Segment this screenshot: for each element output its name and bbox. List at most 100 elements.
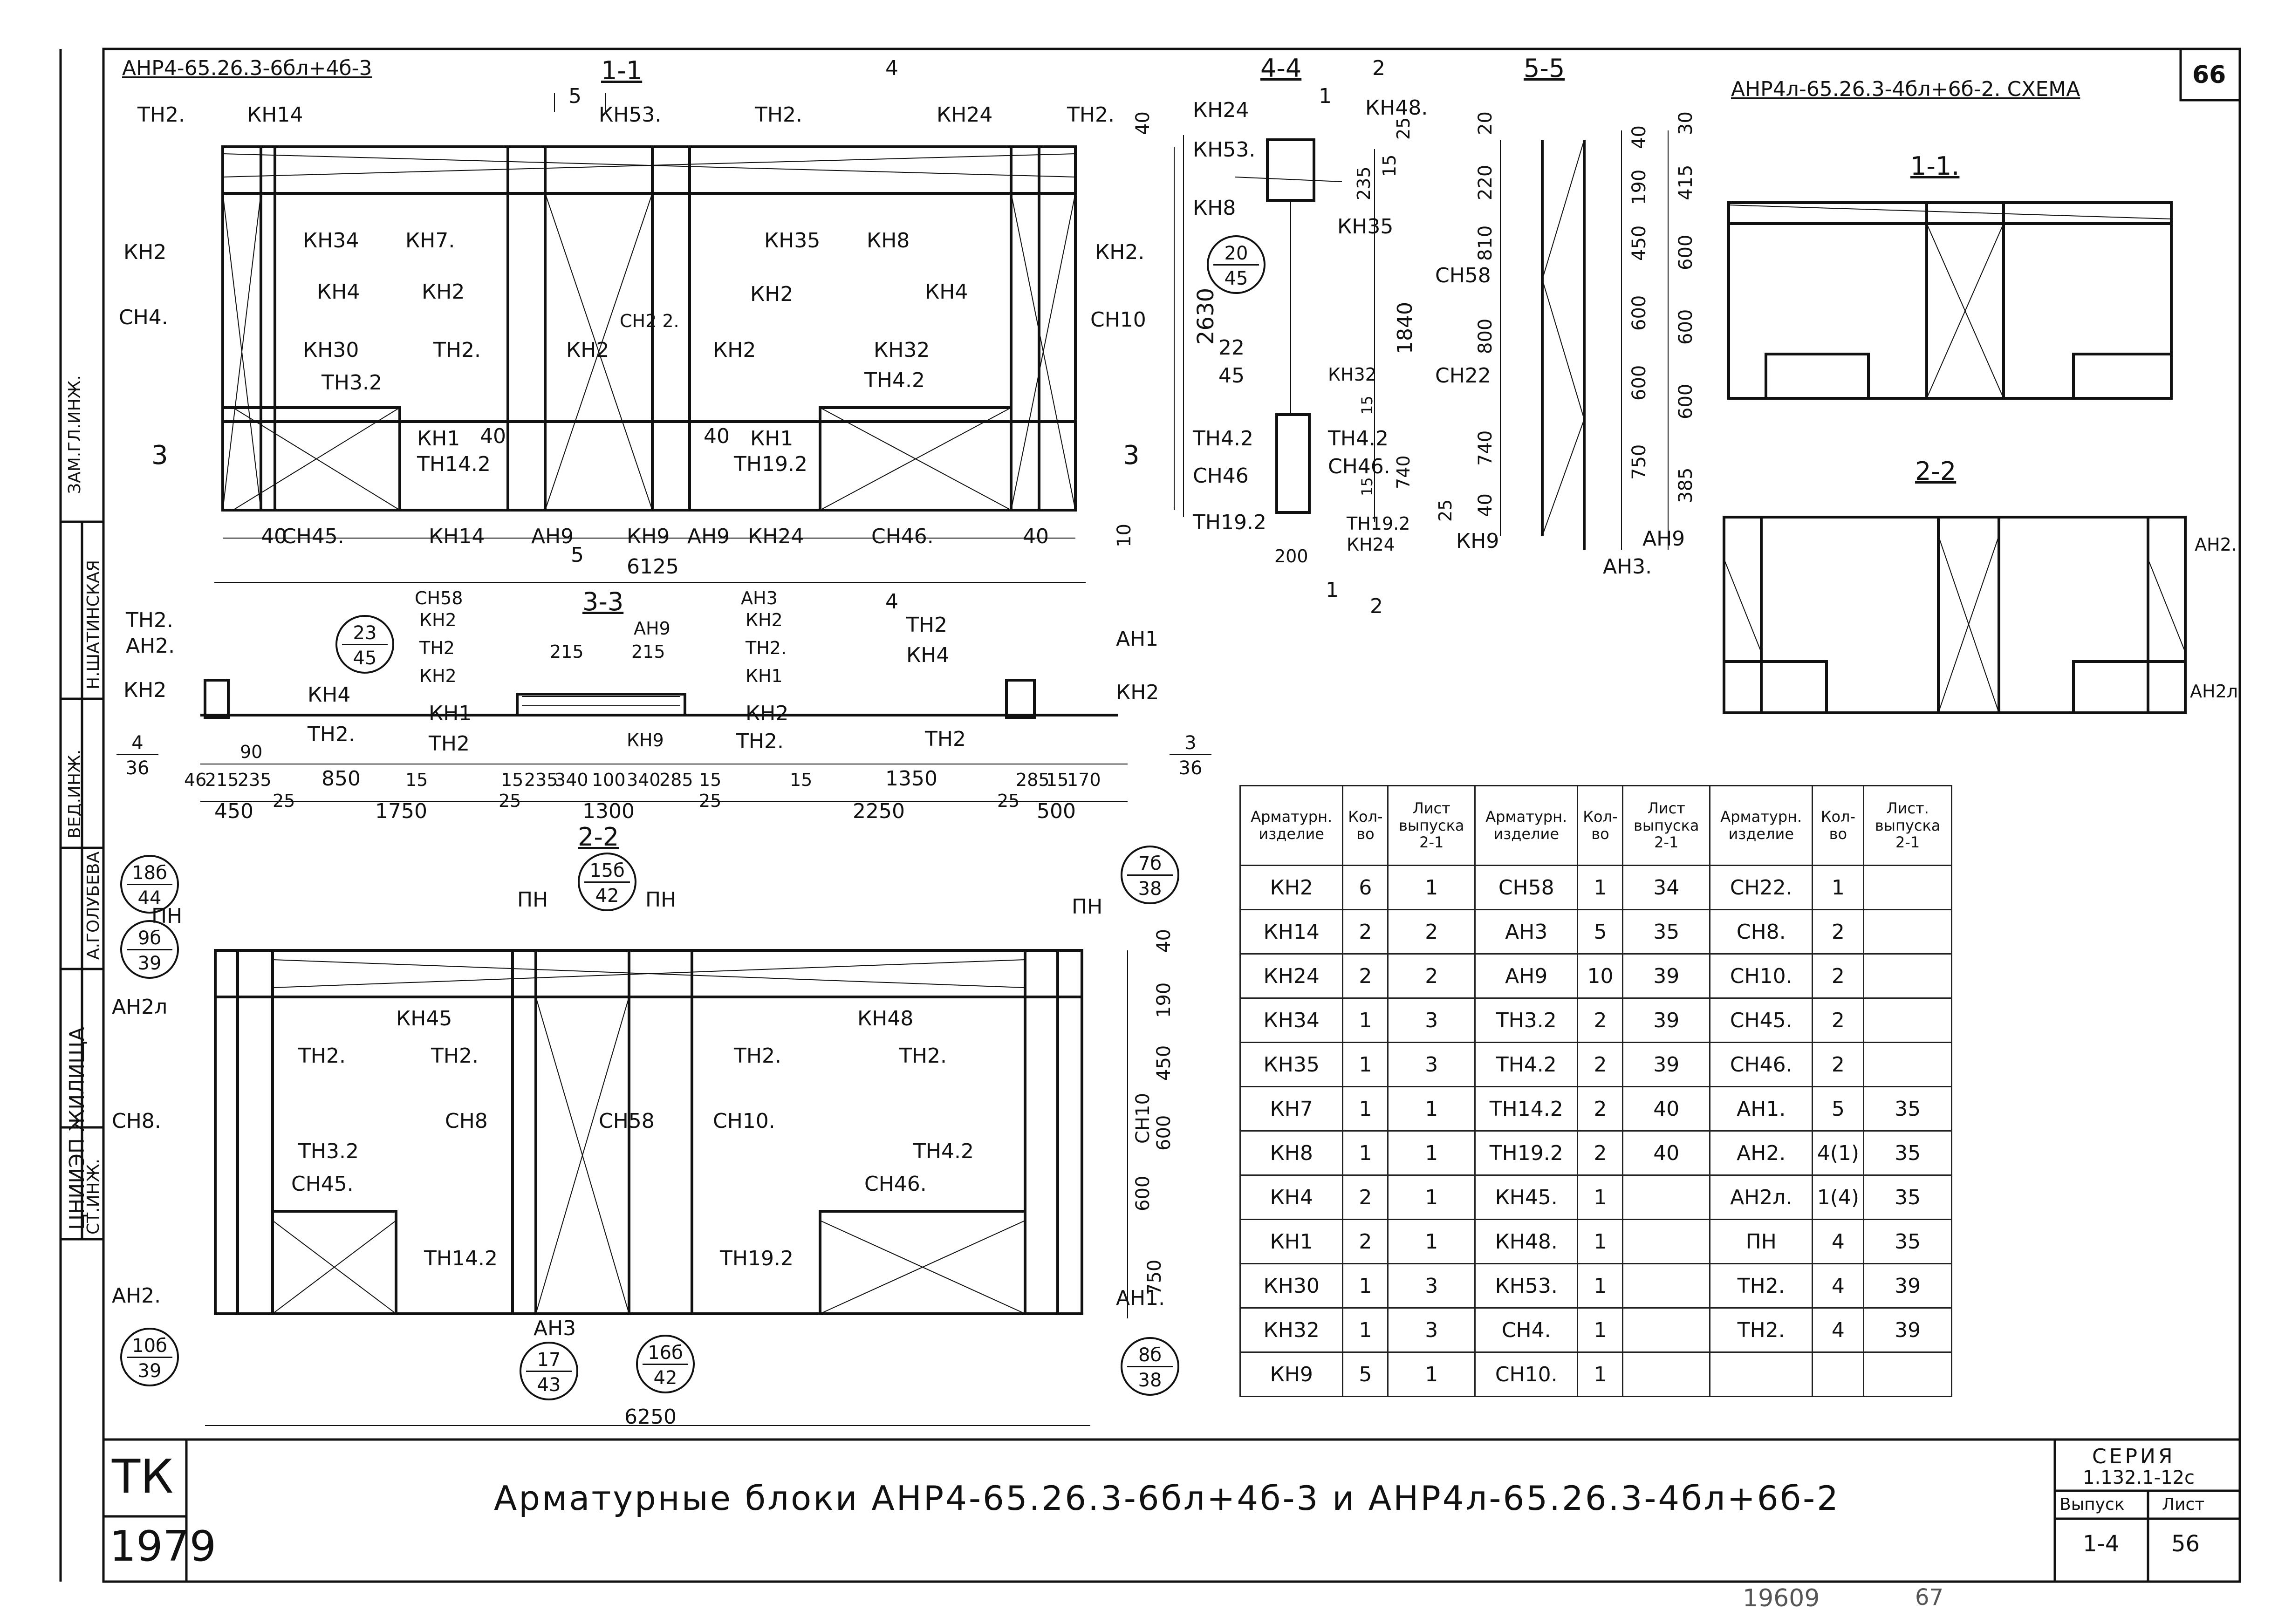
plan-top-label: КН2 [123,240,167,264]
spec-table-cell: 39 [1863,1263,1952,1309]
plan-bottom-label: 6250 [624,1405,677,1429]
s33-label: КН2 [746,610,783,630]
spec-table-cell: АН9 [1474,953,1579,999]
s33-label: ТН2 [925,727,966,751]
s44-label: КН24 [1193,98,1249,122]
main-block-title: АНР4-65.26.3-6бл+4б-3 [122,56,372,80]
s44-dim: 15 [1358,477,1376,496]
spec-table-cell: 1 [1577,1351,1624,1397]
spec-table-header: Арматурн. изделие Кол-во Лист выпуска 2-… [1239,785,1952,866]
s33-dim: 2250 [853,799,905,823]
spec-table-cell: СН4. [1474,1307,1579,1353]
plan-top-dim: 40 [480,424,506,448]
side-row-1: Н.ШАТИНСКАЯ [84,560,103,689]
spec-table-cell [1863,953,1952,999]
plan-bottom-label: 600 [1153,1115,1175,1151]
spec-table-cell: КН35 [1239,1042,1344,1087]
scheme-label: АН2л [2190,681,2238,702]
spec-table-cell: 3 [1387,1307,1476,1353]
spec-table-cell: СН46. [1709,1042,1813,1087]
spec-table-cell: СН58 [1474,865,1579,910]
sheet-label: Лист [2162,1495,2205,1514]
stamp-year: 1979 [109,1522,217,1571]
series-label: СЕРИЯ [2092,1445,2176,1468]
plan-bottom-label: ТН19.2 [720,1247,794,1270]
plan-top-frame [221,145,1077,512]
plan-bottom-label: СН58 [599,1109,655,1133]
s55-dim: 600 [1628,365,1650,401]
spec-table-cell: 1 [1577,1263,1624,1309]
plan-top-label: СН46. [871,525,934,548]
s33-dim: 215 [631,641,665,662]
s33-label: КН1 [429,702,472,725]
spec-table-cell [1622,1351,1711,1397]
s44-dim: 25 [1435,499,1456,522]
spec-table-cell: 40 [1622,1086,1711,1132]
spec-table-cell: КН8 [1239,1130,1344,1176]
s33-dim: 1300 [582,799,635,823]
s55-dim: 450 [1628,225,1650,261]
s33-label: ТН2 [429,732,470,756]
spec-table-cell [1863,1351,1952,1397]
spec-table-cell: КН2 [1239,865,1344,910]
plan-bottom-label: СН45. [291,1172,354,1196]
s33-dim: 1350 [885,767,937,791]
s55-dim: 600 [1628,295,1650,331]
section-55-outline [1541,140,1586,550]
plan-top-dim: 40 [704,424,730,448]
spec-table-cell: КН30 [1239,1263,1344,1309]
s55-dim: 30 [1675,111,1697,135]
spec-table-cell: 35 [1863,1219,1952,1264]
spec-table-cell: 2 [1812,1042,1865,1087]
spec-table-cell: 1 [1342,1263,1389,1309]
spec-table-cell: КН9 [1239,1351,1344,1397]
spec-table-cell: КН34 [1239,997,1344,1043]
spec-table-cell: 1 [1342,1130,1389,1176]
s55-dim: 600 [1675,383,1697,419]
plan-top-label: КН30 [303,338,359,362]
plan-top-label: ТН14.2 [417,452,491,476]
s33-dim: 450 [214,799,253,823]
s33-dim: 25 [499,791,521,811]
archive-number: 19609 [1743,1584,1820,1612]
side-row-3: ВЕД.ИНЖ. [65,749,84,839]
s33-label: ТН2. [308,723,355,746]
plan-bottom-label: СН10. [713,1109,775,1133]
spec-table-cell: АН2л. [1709,1174,1813,1220]
plan-top-label: КН4 [317,280,360,304]
spec-table-cell: СН8. [1709,909,1813,955]
spec-table-cell: 2 [1387,953,1476,999]
section-title-44: 4-4 [1260,54,1302,83]
spec-header: Лист выпуска 2-1 [1387,785,1476,866]
spec-table-cell: 2 [1577,1086,1624,1132]
plan-top-label: ТН19.2 [734,452,807,476]
plan-bottom-frame [214,949,1083,1315]
s33-dim: 15 [699,770,722,790]
page-tag: 66 [2192,61,2226,89]
spec-table-cell: 39 [1622,1042,1711,1087]
plan-bottom-label: 750 [1144,1259,1165,1295]
spec-table-cell: 1 [1342,1042,1389,1087]
spec-table-cell: 1 [1577,1219,1624,1264]
spec-table-cell: 2 [1812,997,1865,1043]
plan-top-dim: 40 [1132,111,1154,135]
plan-bottom-label: КН48 [857,1007,914,1030]
spec-table-cell: 3 [1387,997,1476,1043]
s33-label: ТН2. [126,608,173,632]
plan-top-label: КН24 [748,525,804,548]
archive-number-2: 67 [1915,1584,1944,1610]
s55-dim: 40 [1628,125,1650,149]
spec-table-cell: 1 [1577,1174,1624,1220]
s44-label: СН46. [1328,455,1390,478]
spec-table-cell: 1 [1387,1219,1476,1264]
plan-top-label: КН53. [599,103,662,127]
s55-dim: 800 [1475,318,1496,354]
